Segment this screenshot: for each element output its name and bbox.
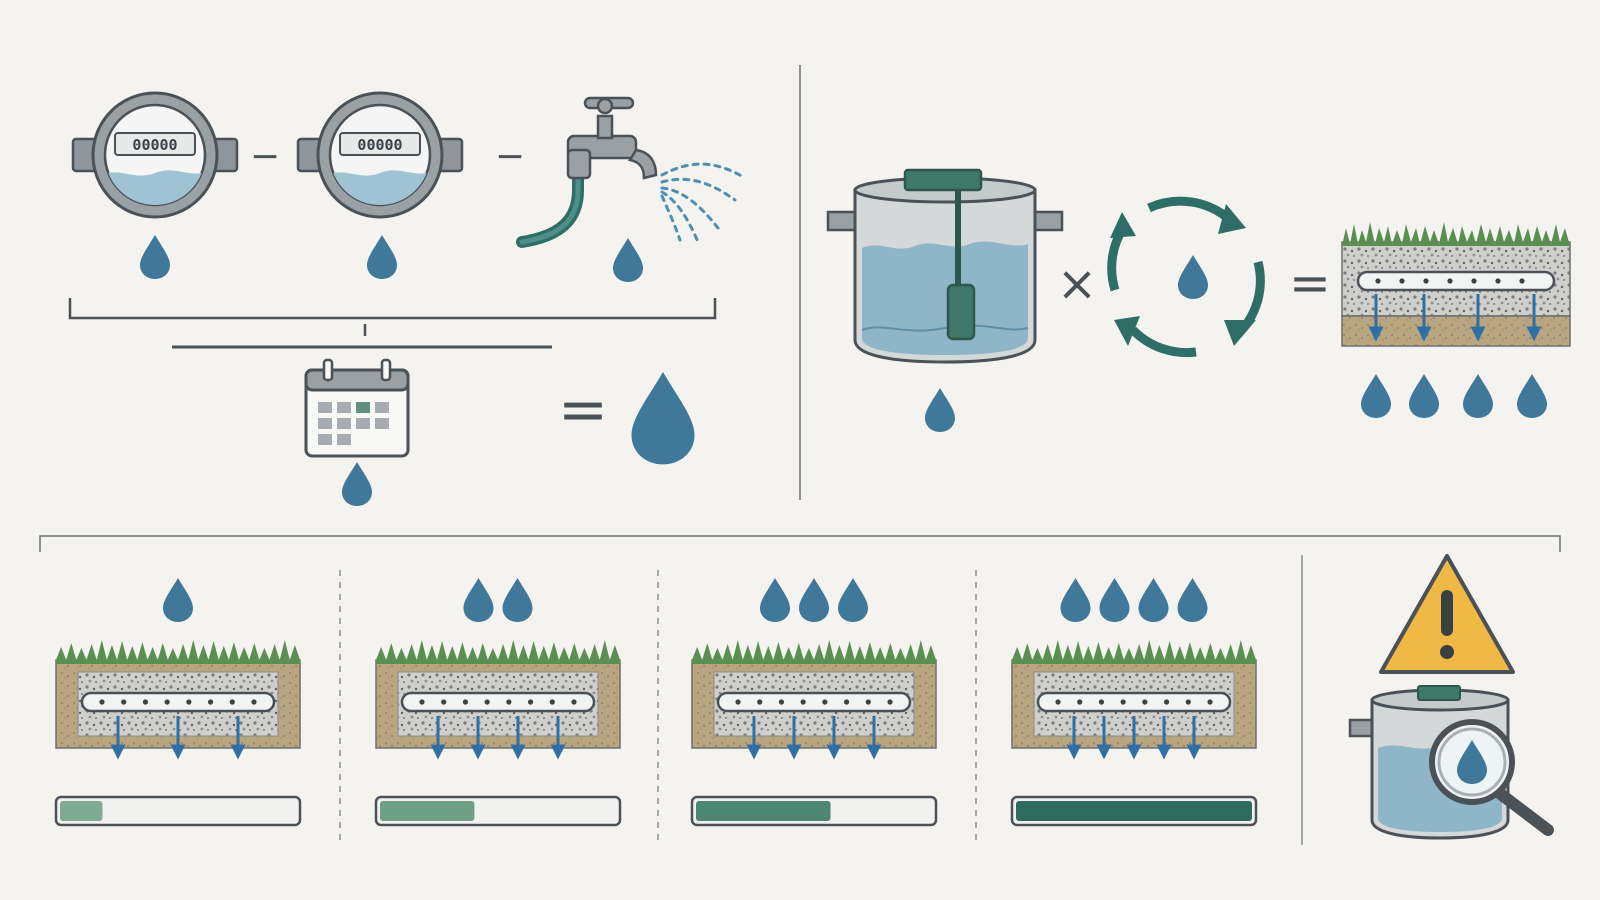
water-meter-icon: 00000 (296, 91, 464, 219)
drainfield-cross-section-icon (375, 640, 621, 760)
sum-bracket (68, 298, 717, 320)
water-drop-icon (760, 578, 790, 622)
panel-dividers (339, 555, 1303, 845)
tank-dosing-formula: × = (826, 168, 1571, 432)
minus-operator: − (250, 136, 280, 177)
water-drop-icon (799, 578, 829, 622)
water-drop-icon (1060, 578, 1091, 622)
bottom-section-bracket (39, 535, 1561, 552)
septic-tank-pump-icon (826, 168, 1064, 364)
water-drop-icon (1177, 578, 1208, 622)
saturation-bar (1010, 795, 1258, 827)
faucet-hose-icon (516, 96, 747, 248)
water-meter-icon: 00000 (71, 91, 239, 219)
saturation-bar (690, 795, 938, 827)
overload-warning (1348, 554, 1554, 840)
drainfield-output-drops (1361, 374, 1547, 418)
water-drop-icon (163, 578, 193, 622)
water-drop-icon (342, 462, 372, 506)
saturation-bar-fill (60, 801, 103, 821)
water-spray (660, 162, 747, 244)
daily-flow-drop-icon (631, 372, 695, 465)
water-drop-icon (463, 578, 494, 622)
water-drop-icon (1517, 374, 1547, 418)
saturation-bar-fill (380, 801, 475, 821)
times-operator: × (1057, 256, 1097, 312)
load-level-panel (374, 578, 622, 827)
magnifier-icon (1429, 719, 1554, 836)
equals-operator: = (1289, 254, 1331, 312)
equals-operator: = (558, 375, 608, 445)
load-level-panel (1010, 578, 1258, 827)
recycle-arrows-icon (1107, 196, 1265, 358)
water-drop-icon (367, 235, 397, 279)
water-drop-icon (502, 578, 533, 622)
water-drop-icon (1409, 374, 1439, 418)
drainfield-cross-section-icon (691, 640, 937, 760)
minus-operator: − (495, 136, 525, 177)
water-drop-icon (1099, 578, 1130, 622)
water-drop-icon (1361, 374, 1391, 418)
load-level-panel (54, 578, 302, 827)
load-level-panel (690, 578, 938, 827)
saturation-bar (374, 795, 622, 827)
meter-1-reading: 00000 (132, 136, 177, 154)
water-drop-icon (613, 238, 643, 282)
saturation-bar-fill (696, 801, 831, 821)
drainfield-cross-section-icon (1011, 640, 1257, 760)
warning-triangle-icon (1379, 554, 1515, 674)
saturation-bar-fill (1016, 801, 1252, 821)
water-usage-formula: 00000 − 00000 − (68, 91, 747, 506)
drainfield-cross-section-icon (55, 640, 301, 760)
drainfield-cross-section-icon (1341, 222, 1571, 347)
meter-2-reading: 00000 (357, 136, 402, 154)
water-drop-icon (925, 388, 955, 432)
calendar-icon (304, 358, 410, 458)
water-drop-icon (140, 235, 170, 279)
load-level-panels (54, 578, 1258, 827)
water-drop-icon (1138, 578, 1169, 622)
water-drop-icon (1463, 374, 1493, 418)
water-drop-icon (1178, 255, 1208, 299)
water-drop-icon (838, 578, 868, 622)
saturation-bar (54, 795, 302, 827)
